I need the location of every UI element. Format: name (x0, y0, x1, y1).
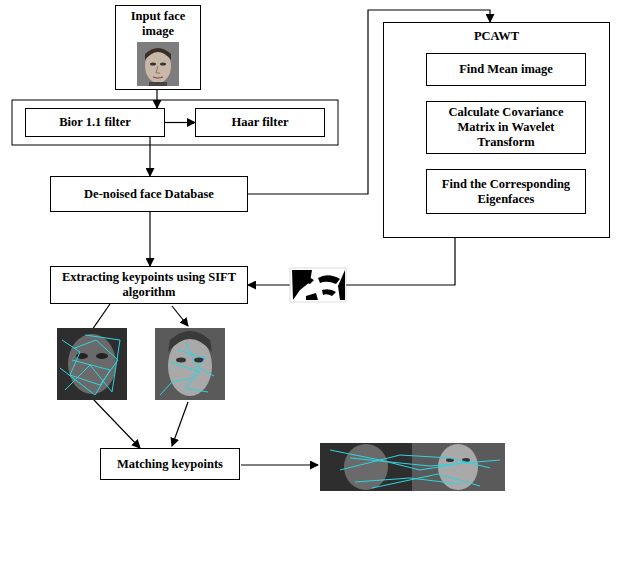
filter-group-box (12, 100, 338, 145)
face-photo (137, 42, 179, 86)
input-box: Input face image (115, 5, 201, 90)
keypoint-image (155, 328, 225, 400)
flow-arrow (156, 90, 157, 108)
keypoint-image (57, 328, 127, 400)
flow-arrow (149, 212, 150, 266)
node-text: De-noised face Database (84, 187, 214, 202)
node-text: Haar filter (231, 115, 288, 130)
filter-box: Bior 1.1 filter (25, 108, 165, 137)
node-text: Bior 1.1 filter (59, 115, 131, 130)
database-box: De-noised face Database (50, 176, 248, 212)
flow-line (241, 464, 318, 465)
matched-image (320, 443, 505, 491)
process-box: Extracting keypoints using SIFT algorith… (50, 266, 248, 304)
eigenface-image (290, 268, 346, 302)
flow-arrow (248, 238, 455, 285)
process-box: Calculate Covariance Matrix in Wavelet T… (426, 101, 586, 154)
node-text: Input face image (121, 9, 195, 39)
filter-box: Haar filter (195, 108, 325, 137)
pcawt-box: PCAWT Find Mean imageCalculate Covariance… (383, 22, 610, 238)
node-text: Find the Corresponding Eigenfaces (432, 177, 580, 207)
flow-arrow (149, 137, 150, 176)
node-text: Calculate Covariance Matrix in Wavelet T… (432, 105, 580, 150)
process-box: Find Mean image (426, 53, 586, 86)
node-text: Find Mean image (459, 62, 553, 77)
node-text: Extracting keypoints using SIFT algorith… (56, 270, 242, 300)
process-box: Matching keypoints (100, 448, 240, 480)
flow-arrow (165, 122, 195, 123)
flow-line (172, 306, 188, 326)
node-text: PCAWT (474, 29, 519, 44)
node-text: Matching keypoints (117, 457, 223, 472)
process-box: Find the Corresponding Eigenfaces (426, 169, 586, 214)
flow-line (172, 402, 188, 446)
